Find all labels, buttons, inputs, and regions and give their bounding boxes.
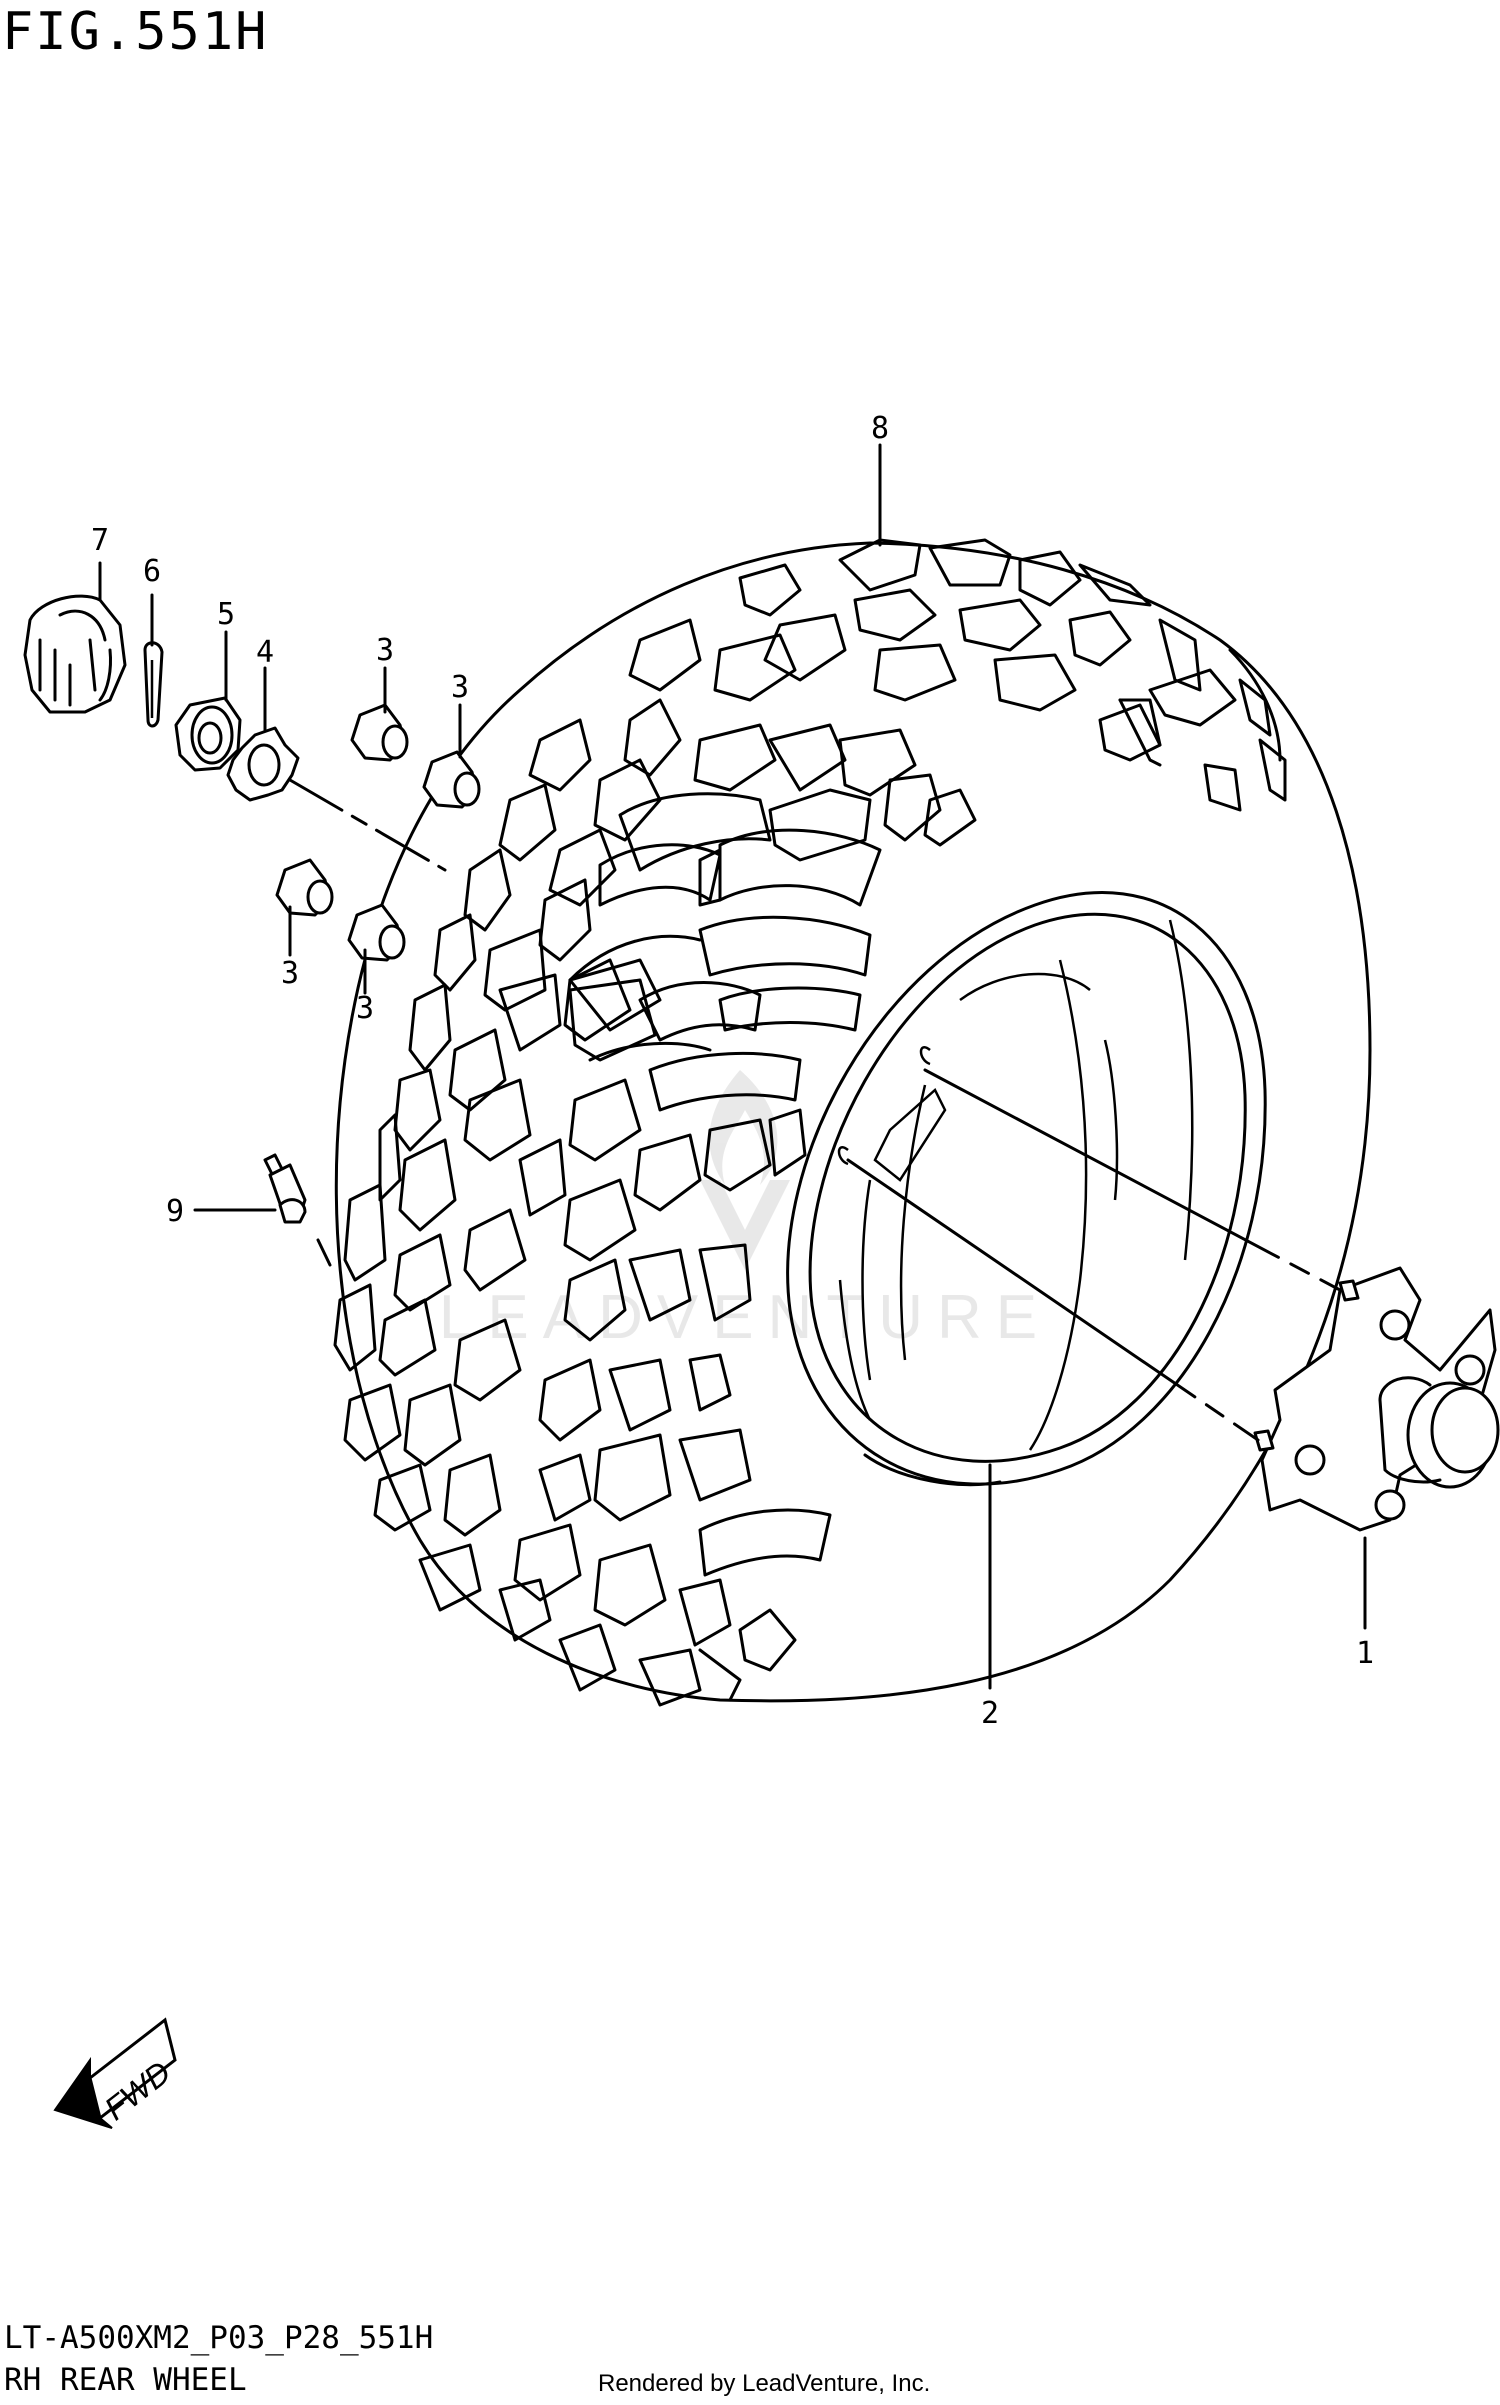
callout-4: 4 bbox=[256, 635, 274, 670]
rim-stud-hole bbox=[837, 1146, 849, 1166]
spindle-nut[interactable] bbox=[174, 696, 242, 772]
callout-3: 3 bbox=[356, 991, 374, 1026]
leadventure-watermark: LEADVENTURE bbox=[439, 1070, 1051, 1352]
render-credit: Rendered by LeadVenture, Inc. bbox=[598, 2370, 931, 2397]
alignment-line bbox=[288, 778, 447, 872]
valve-stem[interactable] bbox=[263, 1153, 332, 1267]
lock-washer[interactable] bbox=[226, 726, 300, 802]
lug-nut[interactable] bbox=[275, 858, 334, 917]
wheel-hub[interactable] bbox=[1253, 1266, 1500, 1532]
callout-3: 3 bbox=[376, 633, 394, 668]
callout-leaders bbox=[98, 443, 1367, 1690]
rim-stud-hole bbox=[919, 1046, 931, 1066]
callout-9: 9 bbox=[166, 1194, 184, 1229]
fwd-direction-arrow: FWD bbox=[53, 2017, 177, 2129]
callout-3: 3 bbox=[451, 670, 469, 705]
figure-title: FIG.551H bbox=[2, 2, 269, 62]
hub-cap[interactable] bbox=[23, 594, 127, 714]
cotter-pin[interactable] bbox=[143, 641, 164, 728]
lug-nut[interactable] bbox=[350, 703, 409, 762]
alignment-line bbox=[923, 1068, 1342, 1292]
tire[interactable] bbox=[333, 538, 1372, 1707]
alignment-line bbox=[846, 1158, 1260, 1442]
callout-6: 6 bbox=[143, 554, 161, 589]
lug-nut[interactable] bbox=[347, 903, 406, 962]
callout-3: 3 bbox=[281, 956, 299, 991]
callout-5: 5 bbox=[217, 597, 235, 632]
section-name: RH REAR WHEEL bbox=[4, 2362, 247, 2398]
watermark-text: LEADVENTURE bbox=[439, 1283, 1051, 1352]
callout-7: 7 bbox=[91, 523, 109, 558]
callout-2: 2 bbox=[981, 1696, 999, 1731]
lug-nut[interactable] bbox=[422, 750, 481, 809]
callout-8: 8 bbox=[871, 411, 889, 446]
callout-1: 1 bbox=[1356, 1636, 1374, 1671]
model-code: LT-A500XM2_P03_P28_551H bbox=[4, 2320, 434, 2356]
